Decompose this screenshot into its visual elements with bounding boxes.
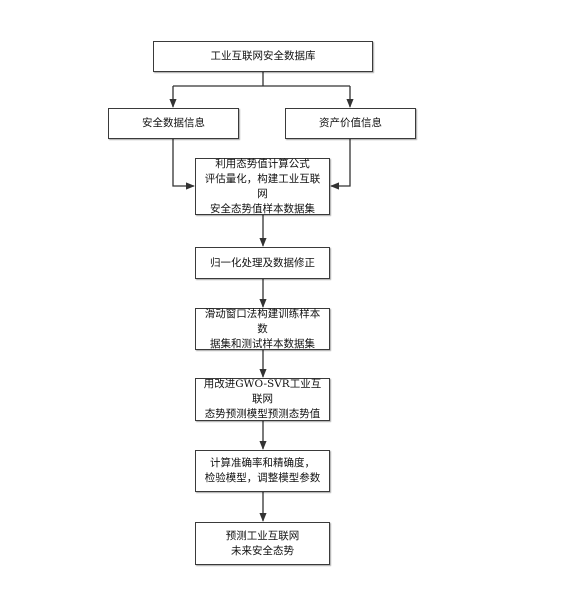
step6-line1: 预测工业互联网 xyxy=(225,529,300,542)
step2-line1: 归一化处理及数据修正 xyxy=(210,256,315,269)
step-box-2: 归一化处理及数据修正 xyxy=(195,247,330,279)
top-database-label: 工业互联网安全数据库 xyxy=(210,50,316,62)
left-source-box: 安全数据信息 xyxy=(108,108,239,139)
top-database-box: 工业互联网安全数据库 xyxy=(153,41,373,72)
step5-line2: 检验模型，调整模型参数 xyxy=(204,472,321,484)
step-box-5: 计算准确率和精确度， 检验模型，调整模型参数 xyxy=(195,450,330,492)
right-source-box: 资产价值信息 xyxy=(285,108,416,139)
step-box-4: 用改进GWO-SVR工业互联网 态势预测模型预测态势值 xyxy=(195,378,330,421)
step-box-6: 预测工业互联网 未来安全态势 xyxy=(195,522,330,565)
right-source-label: 资产价值信息 xyxy=(319,117,382,129)
step1-line2: 评估量化，构建工业互联网 xyxy=(204,172,321,200)
left-source-label: 安全数据信息 xyxy=(142,117,205,129)
step-box-1: 利用态势值计算公式 评估量化，构建工业互联网 安全态势值样本数据集 xyxy=(195,158,330,215)
step6-line2: 未来安全态势 xyxy=(231,544,294,557)
step-box-3: 滑动窗口法构建训练样本数 据集和测试样本数据集 xyxy=(195,308,330,350)
step1-line1: 利用态势值计算公式 xyxy=(215,157,310,170)
step5-line1: 计算准确率和精确度， xyxy=(210,457,315,469)
step1-line3: 安全态势值样本数据集 xyxy=(210,202,315,215)
step4-line1: 用改进GWO-SVR工业互联网 xyxy=(203,378,322,405)
step3-line2: 据集和测试样本数据集 xyxy=(210,337,315,350)
step4-line2: 态势预测模型预测态势值 xyxy=(204,408,321,420)
step3-line1: 滑动窗口法构建训练样本数 xyxy=(204,307,321,335)
arrow-left-source-to-step1 xyxy=(172,139,195,190)
arrow-right-source-to-step1 xyxy=(330,139,351,190)
